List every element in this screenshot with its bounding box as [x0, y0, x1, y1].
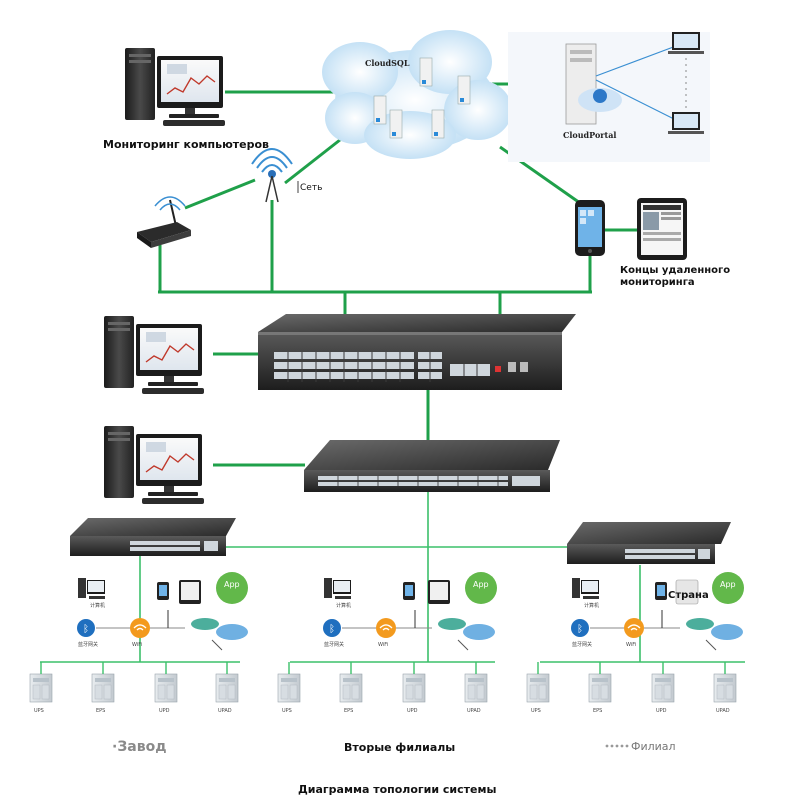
svg-text:UPS: UPS — [34, 708, 44, 714]
app-icon — [216, 572, 248, 604]
network-label: Сеть — [300, 183, 322, 193]
access-switch-left — [70, 518, 236, 556]
svg-text:WiFi: WiFi — [132, 642, 142, 648]
svg-text:UPAD: UPAD — [716, 708, 730, 714]
branch-cluster-second: 计算机 App ᛒ 蓝牙网关 WiFi — [323, 572, 497, 651]
app-icon — [465, 572, 497, 604]
branch-label-dots — [605, 744, 629, 748]
second-branches-label: Вторые филиалы — [344, 741, 455, 754]
svg-text:蓝牙网关: 蓝牙网关 — [324, 641, 344, 648]
branch-cluster-factory: 计算机 App ᛒ 蓝牙网关 WiFi — [77, 572, 248, 651]
svg-text:App: App — [473, 580, 489, 589]
svg-text:EPS: EPS — [593, 708, 602, 714]
svg-text:UPAD: UPAD — [218, 708, 232, 714]
diagram-title: Диаграмма топологии системы — [298, 783, 496, 796]
branch-lines — [40, 492, 745, 663]
aggregation-monitoring-computer — [103, 425, 205, 505]
monitoring-computer-label: Мониторинг компьютеров — [103, 138, 269, 151]
svg-text:ᛒ: ᛒ — [577, 624, 583, 635]
svg-text:计算机: 计算机 — [584, 602, 599, 609]
cloudportal-label: CloudPortal — [563, 130, 616, 140]
cloudportal-panel: CloudPortal — [508, 32, 710, 162]
svg-text:ᛒ: ᛒ — [83, 624, 89, 635]
svg-text:App: App — [224, 580, 240, 589]
svg-text:UPS: UPS — [282, 708, 292, 714]
branch-computer-caption: 计算机 — [90, 602, 105, 609]
country-label: Страна — [668, 590, 709, 601]
remote-terminals-label-line2: мониторинга — [620, 277, 695, 288]
svg-text:UPD: UPD — [407, 708, 418, 714]
svg-text:WiFi: WiFi — [378, 642, 388, 648]
svg-text:蓝牙网关: 蓝牙网关 — [78, 641, 98, 648]
svg-text:EPS: EPS — [96, 708, 105, 714]
svg-text:App: App — [720, 580, 736, 589]
svg-text:UPAD: UPAD — [467, 708, 481, 714]
bluetooth-icon — [323, 619, 341, 637]
network-tower — [251, 148, 293, 203]
aggregation-switch — [304, 440, 560, 492]
remote-terminals-label-line1: Концы удаленного — [620, 265, 730, 276]
svg-text:WiFi: WiFi — [626, 642, 636, 648]
branch-cabinets-second: UPS EPS UPD UPAD — [277, 662, 488, 714]
app-icon — [712, 572, 744, 604]
smartphone — [575, 200, 605, 256]
monitoring-computer — [124, 47, 226, 127]
bluetooth-icon — [571, 619, 589, 637]
svg-text:UPS: UPS — [531, 708, 541, 714]
branch-cabinets-filial: UPS EPS UPD UPAD — [526, 662, 737, 714]
svg-text:EPS: EPS — [344, 708, 353, 714]
factory-label: ·Завод — [112, 739, 167, 755]
branch-label: Филиал — [631, 740, 676, 753]
core-monitoring-computer — [103, 315, 205, 395]
svg-text:计算机: 计算机 — [336, 602, 351, 609]
cloudsql-label: CloudSQL — [365, 58, 410, 68]
core-switch — [258, 314, 576, 390]
svg-text:UPD: UPD — [656, 708, 667, 714]
bluetooth-icon — [77, 619, 95, 637]
svg-text:UPD: UPD — [159, 708, 170, 714]
branch-cabinets-factory: UPS EPS UPD UPAD — [29, 662, 239, 714]
link-lines — [158, 82, 637, 467]
svg-text:蓝牙网关: 蓝牙网关 — [572, 641, 592, 648]
svg-text:ᛒ: ᛒ — [329, 624, 335, 635]
cloud-server-icons — [373, 57, 471, 139]
branch-cluster-filial: 计算机 App ᛒ 蓝牙网关 WiFi — [571, 572, 744, 651]
tablet — [637, 198, 687, 260]
wireless-router — [137, 196, 191, 248]
cloudsql-cloud: CloudSQL — [322, 30, 512, 159]
access-switch-right — [567, 522, 731, 564]
